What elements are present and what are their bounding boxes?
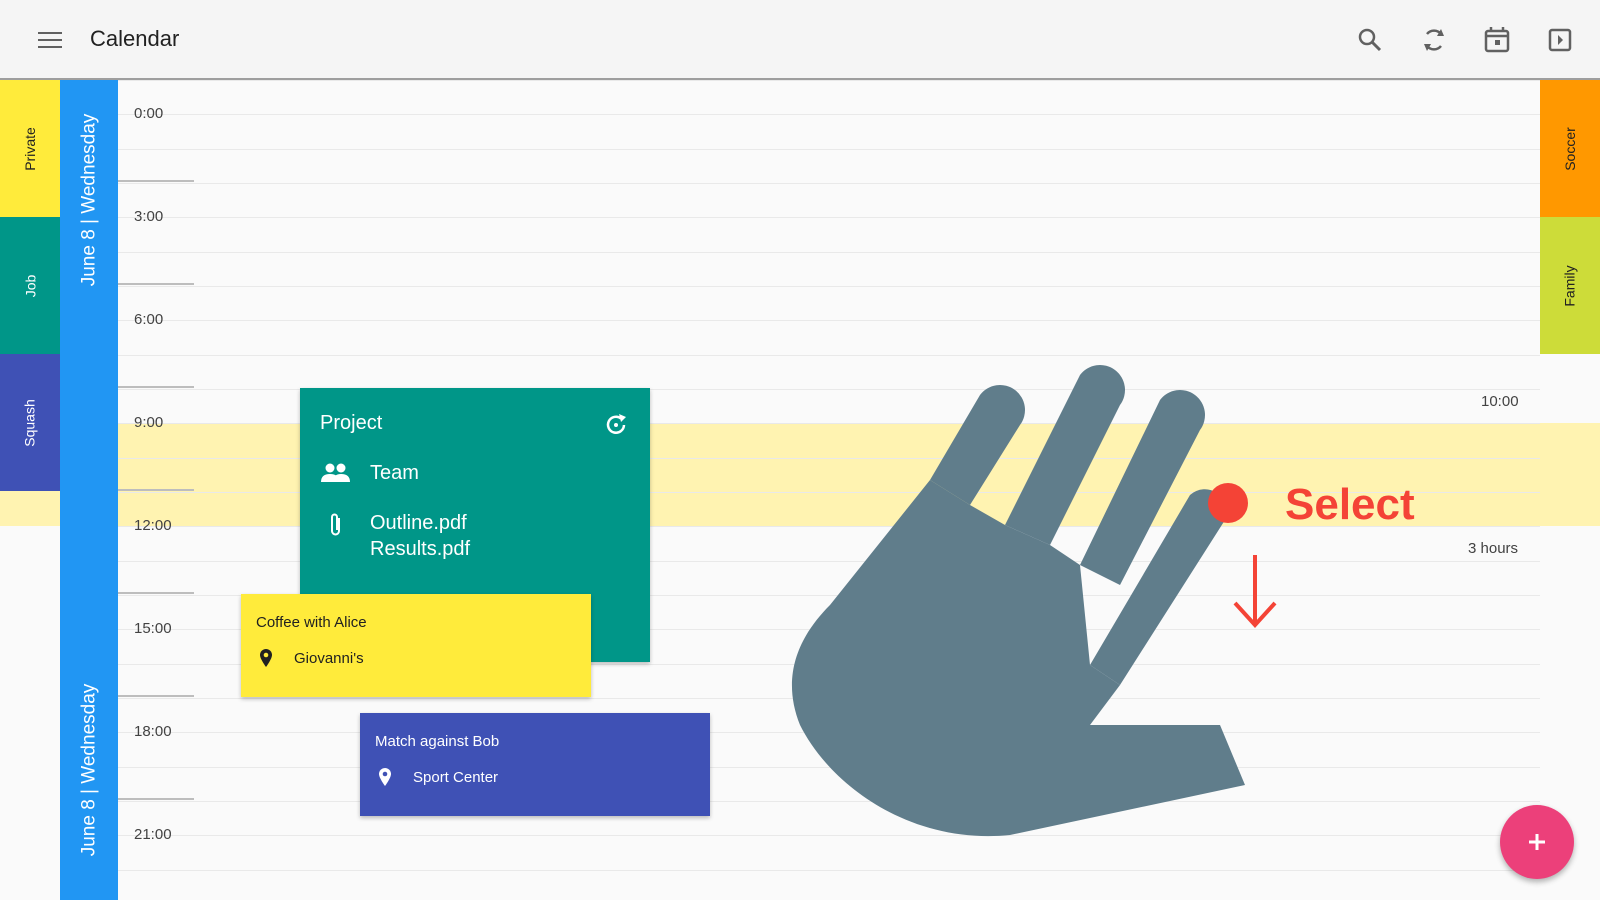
grid-line: [118, 835, 1540, 837]
recurring-icon: [603, 412, 629, 443]
hour-divider: [118, 489, 194, 491]
attachment-results[interactable]: Results.pdf: [370, 538, 471, 560]
event-location: Sport Center: [413, 769, 499, 786]
left-category-tabs: Private Job Squash: [0, 80, 60, 491]
category-label: Squash: [21, 398, 38, 447]
time-label: 0:00: [134, 105, 164, 122]
event-title: Coffee with Alice: [256, 614, 367, 631]
arrow-down-icon: [1230, 553, 1280, 633]
grid-line: [118, 217, 1540, 219]
grid-line: [118, 491, 1540, 493]
grid-line: [118, 526, 1540, 528]
grid-line: [118, 80, 1540, 81]
category-label: Private: [21, 126, 38, 171]
location-pin-icon: [259, 648, 273, 672]
grid-line: [118, 354, 1540, 356]
hour-divider: [118, 695, 194, 697]
grid-line: [118, 869, 1540, 871]
view-toggle-icon[interactable]: [1544, 24, 1576, 56]
event-title: Project: [320, 412, 383, 434]
grid-line: [118, 423, 1540, 425]
category-label: Job: [21, 274, 38, 297]
grid-line: [118, 182, 1540, 184]
selection-start-time: 10:00: [1481, 393, 1519, 410]
time-label: 18:00: [134, 723, 172, 740]
time-label: 6:00: [134, 311, 164, 328]
event-attendees-row: Team: [320, 462, 419, 490]
grid-line: [118, 251, 1540, 253]
category-tab-private[interactable]: Private: [0, 80, 60, 217]
grid-line: [118, 388, 1540, 390]
calendar-today-icon[interactable]: [1481, 24, 1513, 56]
event-location: Giovanni's: [294, 650, 364, 667]
event-match[interactable]: Match against Bob Sport Center: [360, 713, 710, 816]
grid-line: [118, 560, 1540, 562]
hour-divider: [118, 798, 194, 800]
menu-icon[interactable]: [34, 26, 68, 54]
people-icon: [320, 463, 350, 489]
search-icon[interactable]: [1354, 24, 1386, 56]
grid-line: [118, 148, 1540, 150]
category-label: Soccer: [1561, 126, 1578, 171]
event-attendees: Team: [370, 462, 419, 484]
time-label: 9:00: [134, 414, 164, 431]
add-event-button[interactable]: [1500, 805, 1574, 879]
hour-divider: [118, 283, 194, 285]
hour-divider: [118, 592, 194, 594]
hour-divider: [118, 386, 194, 388]
hand-gesture-icon: [790, 355, 1270, 860]
hour-divider: [118, 180, 194, 182]
gesture-label: Select: [1285, 480, 1415, 529]
grid-line: [118, 114, 1540, 116]
attachment-icon: [328, 512, 344, 544]
grid-line: [118, 594, 1540, 596]
grid-line: [118, 285, 1540, 287]
category-tab-soccer[interactable]: Soccer: [1540, 80, 1600, 217]
category-tab-squash[interactable]: Squash: [0, 354, 60, 491]
time-label: 21:00: [134, 826, 172, 843]
grid-line: [118, 800, 1540, 802]
event-coffee[interactable]: Coffee with Alice Giovanni's: [241, 594, 591, 697]
plus-icon: [1529, 834, 1545, 850]
attachment-outline[interactable]: Outline.pdf: [370, 512, 467, 534]
grid-line: [118, 320, 1540, 322]
app-title: Calendar: [90, 26, 180, 51]
category-label: Family: [1561, 264, 1578, 307]
category-tab-job[interactable]: Job: [0, 217, 60, 354]
time-label: 3:00: [134, 208, 164, 225]
selection-duration: 3 hours: [1468, 540, 1519, 557]
grid-line: [118, 457, 1540, 459]
category-tab-family[interactable]: Family: [1540, 217, 1600, 354]
date-strip: June 8 | Wednesday June 8 | Wednesday: [60, 80, 118, 900]
date-label-bottom[interactable]: June 8 | Wednesday: [78, 683, 99, 857]
grid-line: [118, 766, 1540, 768]
time-label: 15:00: [134, 620, 172, 637]
time-label: 12:00: [134, 517, 172, 534]
event-title: Match against Bob: [375, 733, 500, 750]
sync-icon[interactable]: [1418, 24, 1450, 56]
app-bar: Calendar: [0, 0, 1600, 80]
date-label-top[interactable]: June 8 | Wednesday: [78, 113, 99, 287]
right-category-tabs: Soccer Family: [1540, 80, 1600, 354]
time-selection-highlight[interactable]: [0, 423, 1600, 526]
location-pin-icon: [378, 767, 392, 791]
